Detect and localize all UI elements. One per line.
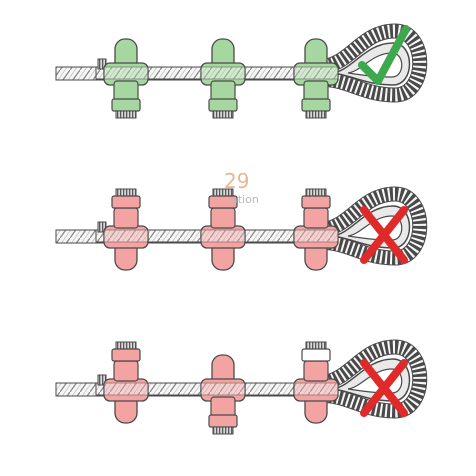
hex-nut bbox=[111, 348, 141, 362]
hex-nut bbox=[301, 195, 331, 209]
clip-u-bolt-base bbox=[210, 80, 236, 102]
wire-rope-clip bbox=[293, 188, 339, 271]
wire-rope-clip bbox=[293, 341, 339, 424]
clip-u-bolt-base bbox=[303, 80, 329, 102]
hex-nut bbox=[208, 414, 238, 428]
cross-mark-icon bbox=[360, 206, 408, 264]
thread-stud bbox=[115, 188, 137, 197]
clip-u-bolt-base bbox=[303, 360, 329, 382]
clip-u-bolt-base bbox=[210, 396, 236, 418]
wire-rope-clip bbox=[103, 188, 149, 271]
check-mark-icon bbox=[358, 25, 410, 85]
clip-u-bolt-base bbox=[113, 360, 139, 382]
thread-stud bbox=[212, 110, 234, 119]
hex-nut bbox=[208, 98, 238, 112]
clip-u-bolt-base bbox=[210, 207, 236, 229]
hex-nut bbox=[208, 195, 238, 209]
hex-nut bbox=[111, 195, 141, 209]
thread-stud bbox=[305, 110, 327, 119]
clip-u-bolt-base bbox=[113, 80, 139, 102]
thread-stud bbox=[212, 426, 234, 435]
diagram-row-correct bbox=[55, 23, 428, 119]
watermark-number: 29 bbox=[224, 169, 249, 193]
thread-stud bbox=[115, 110, 137, 119]
hex-nut bbox=[111, 98, 141, 112]
watermark: 29 ation bbox=[224, 169, 259, 206]
thread-stud bbox=[305, 188, 327, 197]
wire-rope-clip bbox=[200, 354, 246, 435]
wire-rope-clip bbox=[293, 38, 339, 119]
watermark-text: ation bbox=[231, 193, 259, 206]
wire-rope-clip bbox=[200, 188, 246, 271]
hex-nut bbox=[301, 348, 331, 362]
thread-stud bbox=[115, 341, 137, 350]
cross-mark-icon bbox=[360, 359, 408, 417]
clip-u-bolt-base bbox=[113, 207, 139, 229]
wire-rope-clip bbox=[103, 341, 149, 424]
thread-stud bbox=[305, 341, 327, 350]
clip-u-bolt-base bbox=[303, 207, 329, 229]
diagram-row-incorrect bbox=[55, 339, 428, 435]
wire-rope-clip bbox=[200, 38, 246, 119]
diagram-rows bbox=[55, 23, 428, 435]
diagram-row-incorrect bbox=[55, 186, 428, 271]
hex-nut bbox=[301, 98, 331, 112]
wire-rope-clip bbox=[103, 38, 149, 119]
